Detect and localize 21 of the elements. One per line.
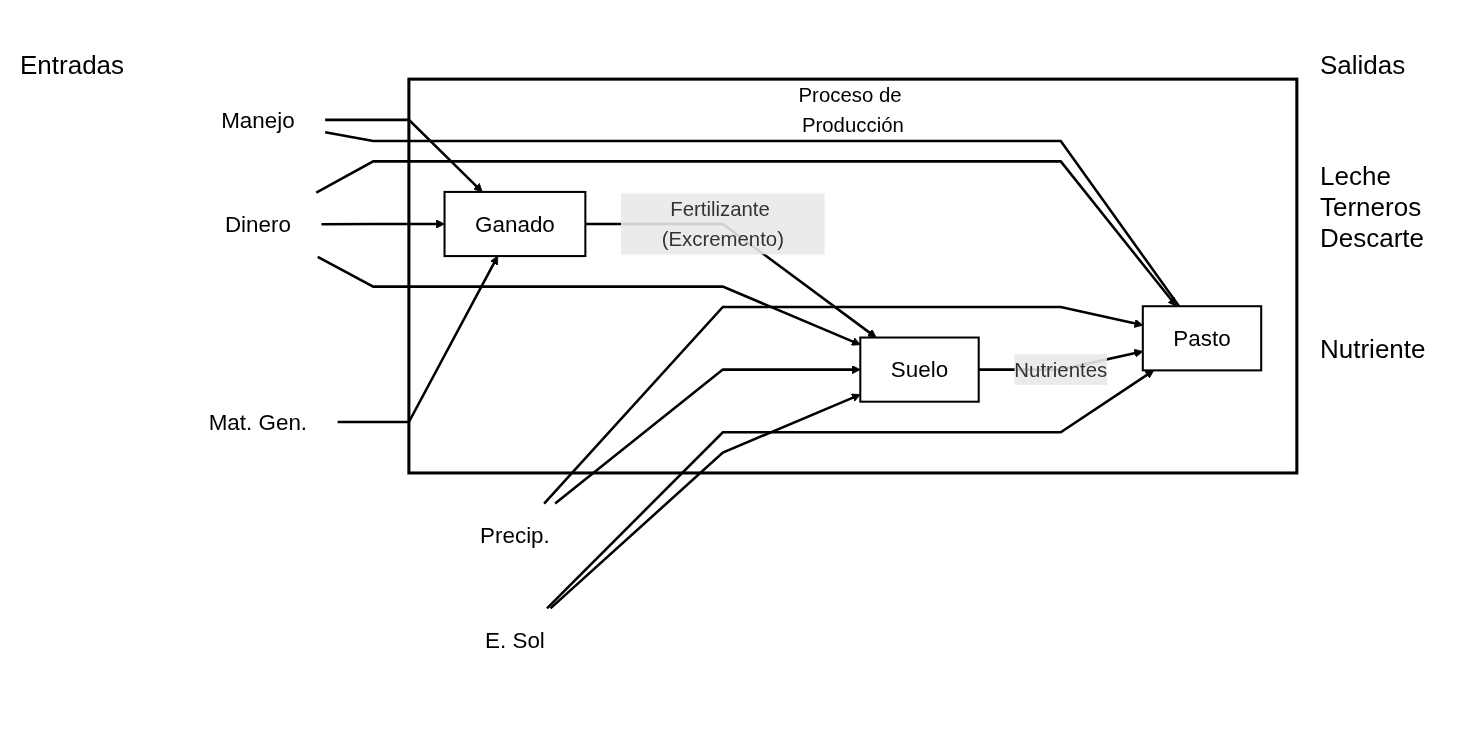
column-heading: Salidas xyxy=(1320,50,1407,81)
node-text: Precip. xyxy=(480,523,550,549)
arrow xyxy=(554,365,861,505)
node-text: Dinero xyxy=(224,212,291,238)
arrow xyxy=(321,219,445,229)
node-text: Manejo xyxy=(221,107,295,133)
arrow xyxy=(549,393,861,610)
node-box: Ganado xyxy=(443,191,587,258)
arrow xyxy=(317,255,861,346)
arrow xyxy=(546,370,1155,610)
edge-label: Fertilizante (Excremento) xyxy=(661,197,784,251)
node-box: Pasto xyxy=(1141,305,1263,372)
node-text: Mat. Gen. xyxy=(208,409,308,435)
edge-label: Nutrientes xyxy=(1014,358,1108,381)
node-text: E. Sol xyxy=(485,627,545,654)
arrow xyxy=(315,160,1177,307)
output-label: Leche Terneros Descarte xyxy=(1320,161,1426,254)
node-box: Suelo xyxy=(859,336,980,403)
column-heading: Entradas xyxy=(20,50,126,81)
arrow xyxy=(325,118,483,193)
output-label: Nutriente xyxy=(1320,334,1427,365)
